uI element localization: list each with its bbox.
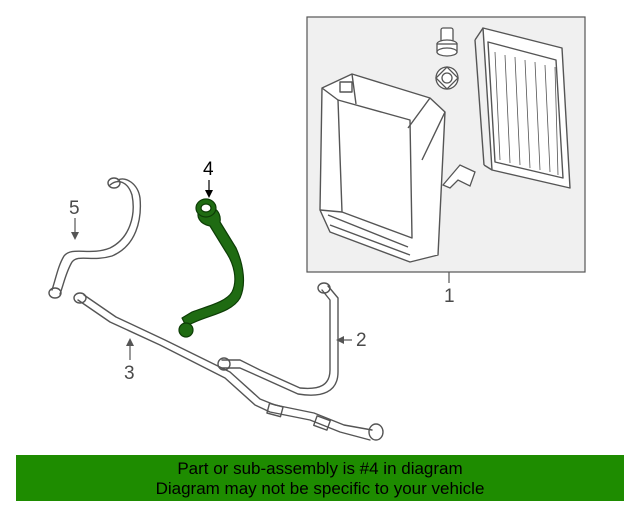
leader-arrow-4	[205, 190, 213, 198]
info-banner: Part or sub-assembly is #4 in diagram Di…	[16, 455, 624, 501]
callout-1: 1	[444, 286, 455, 307]
hose-part-5	[48, 177, 142, 299]
radiator-core	[474, 27, 571, 189]
info-banner-bg	[16, 455, 624, 501]
leader-arrow-5	[71, 232, 79, 240]
hose-part-4	[178, 198, 245, 338]
callout-2: 2	[356, 330, 367, 351]
radiator-shroud	[319, 73, 446, 263]
drain-plug	[435, 66, 459, 90]
callout-5: 5	[69, 198, 80, 219]
pipe-part-3	[73, 292, 384, 441]
banner-line-2: Diagram may not be specific to your vehi…	[155, 479, 485, 498]
mount-bracket	[441, 164, 476, 189]
leader-arrow-3	[126, 338, 134, 346]
callout-4: 4	[203, 159, 214, 180]
filler-cap	[436, 27, 458, 57]
callout-3: 3	[124, 363, 135, 384]
banner-line-1: Part or sub-assembly is #4 in diagram	[177, 459, 463, 478]
pipe-part-2	[217, 282, 339, 396]
leader-arrow-2	[336, 336, 344, 344]
